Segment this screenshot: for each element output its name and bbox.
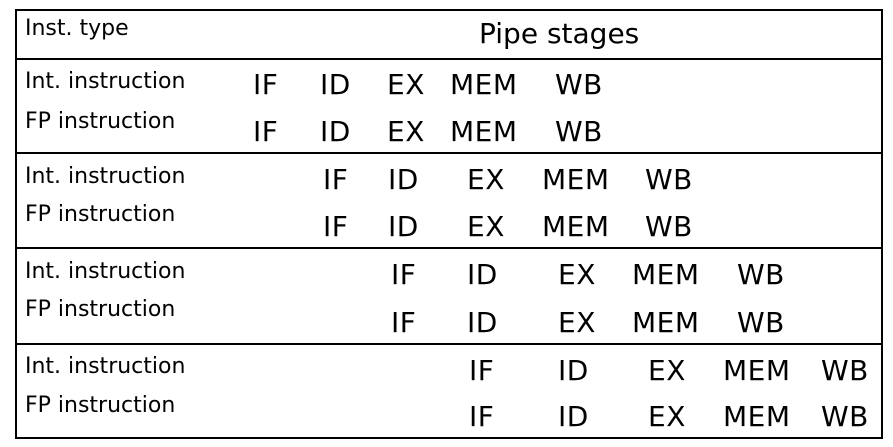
stage-mem: MEM [450,115,518,148]
stage-if: IF [469,400,495,433]
row-label: Int. instruction [25,164,186,189]
stage-ex: EX [648,354,686,387]
stage-id: ID [467,258,498,291]
stage-if: IF [253,115,279,148]
row-label: FP instruction [25,109,176,134]
stage-wb: WB [821,354,869,387]
inst-type-header: Inst. type [25,16,129,41]
stage-ex: EX [467,210,505,243]
stage-ex: EX [387,115,425,148]
stage-if: IF [323,163,349,196]
stage-mem: MEM [450,68,518,101]
row-label: FP instruction [25,202,176,227]
divider-group-1 [17,152,881,154]
stage-id: ID [467,306,498,339]
pipeline-table: Inst. type Pipe stages Int. instruction … [15,9,883,439]
stage-id: ID [388,163,419,196]
row-label: Int. instruction [25,354,186,379]
stage-wb: WB [645,210,693,243]
stage-id: ID [558,354,589,387]
stage-mem: MEM [632,258,700,291]
stage-ex: EX [648,400,686,433]
stage-if: IF [253,68,279,101]
stage-wb: WB [821,400,869,433]
divider-group-3 [17,343,881,345]
row-label: FP instruction [25,297,176,322]
stage-ex: EX [558,258,596,291]
divider-header [17,58,881,60]
stage-id: ID [388,210,419,243]
stage-id: ID [320,115,351,148]
stage-wb: WB [737,306,785,339]
stage-if: IF [391,258,417,291]
stage-ex: EX [387,68,425,101]
stage-wb: WB [555,115,603,148]
stage-id: ID [558,400,589,433]
stage-if: IF [469,354,495,387]
stage-if: IF [323,210,349,243]
stage-wb: WB [737,258,785,291]
stage-wb: WB [555,68,603,101]
stage-if: IF [391,306,417,339]
stage-mem: MEM [542,210,610,243]
row-label: Int. instruction [25,259,186,284]
stage-id: ID [320,68,351,101]
stage-ex: EX [558,306,596,339]
row-label: Int. instruction [25,69,186,94]
stage-wb: WB [645,163,693,196]
row-label: FP instruction [25,393,176,418]
divider-group-2 [17,247,881,249]
stage-mem: MEM [723,354,791,387]
stage-mem: MEM [723,400,791,433]
pipe-stages-header: Pipe stages [479,17,640,50]
stage-mem: MEM [632,306,700,339]
stage-ex: EX [467,163,505,196]
stage-mem: MEM [542,163,610,196]
